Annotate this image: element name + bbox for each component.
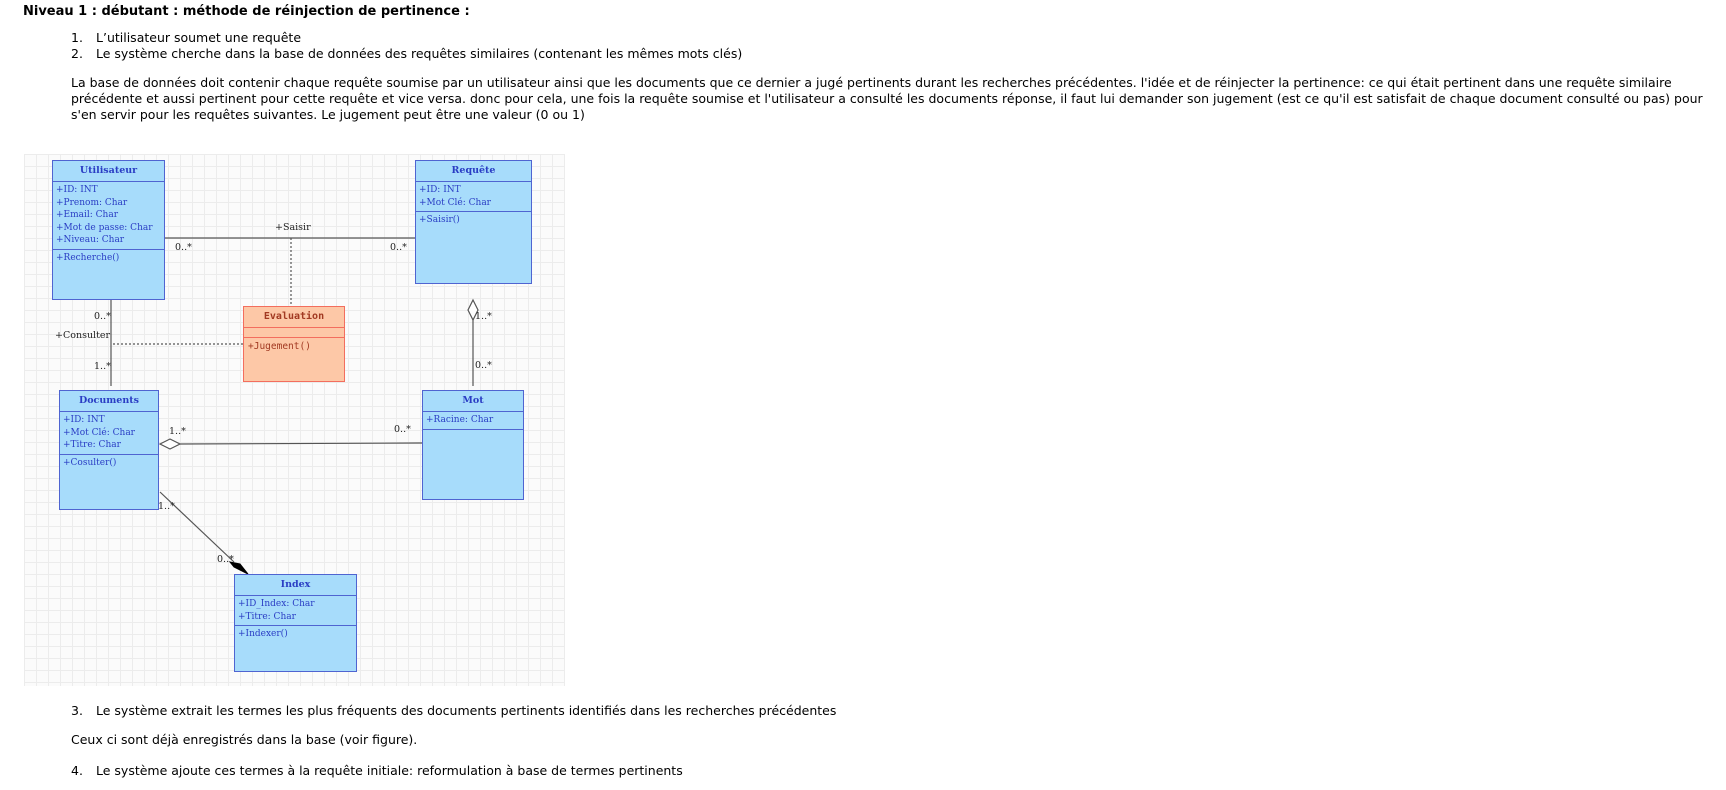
class-attribute: +Email: Char	[56, 210, 119, 220]
class-operations: +Jugement()	[244, 338, 344, 355]
class-attribute: +Mot Clé: Char	[419, 197, 491, 208]
class-name: Documents	[60, 391, 158, 412]
list-number: 2.	[71, 46, 83, 61]
list-number: 4.	[71, 763, 83, 778]
composition-documents-index-line	[159, 491, 235, 563]
list-text: Le système cherche dans la base de donné…	[96, 46, 743, 61]
class-index: Index +ID_Index: Char +Titre: Char +Inde…	[234, 574, 357, 672]
class-operation: +Recherche()	[56, 252, 120, 263]
list-text: Le système ajoute ces termes à la requêt…	[96, 763, 683, 778]
description-paragraph: La base de données doit contenir chaque …	[71, 75, 1703, 122]
page-heading: Niveau 1 : débutant : méthode de réinjec…	[23, 4, 470, 19]
class-attribute: +ID: INT	[419, 185, 461, 195]
multiplicity-label: 0..*	[217, 554, 234, 565]
class-attribute: +ID: INT	[56, 185, 98, 195]
class-mot: Mot +Racine: Char	[422, 390, 524, 500]
class-attributes: +ID: INT +Mot Clé: Char	[416, 182, 531, 212]
list-number: 1.	[71, 30, 83, 45]
aggregation-diamond	[158, 438, 182, 450]
class-attribute: +Titre: Char	[63, 440, 121, 450]
class-name: Index	[235, 575, 356, 596]
class-operations: +Cosulter()	[60, 455, 158, 472]
figure-note: Ceux ci sont déjà enregistrés dans la ba…	[71, 732, 418, 747]
class-operations: +Recherche()	[53, 250, 164, 267]
class-operation: +Jugement()	[248, 341, 311, 352]
multiplicity-label: 1..*	[94, 361, 111, 372]
multiplicity-label: 0..*	[390, 242, 407, 253]
class-name: Utilisateur	[53, 161, 164, 182]
class-attributes: +ID_Index: Char +Titre: Char	[235, 596, 356, 626]
class-operations: +Saisir()	[416, 212, 531, 229]
class-operation: +Saisir()	[419, 215, 460, 225]
class-attribute: +Niveau: Char	[56, 235, 125, 245]
multiplicity-label: 0..*	[394, 424, 411, 435]
class-attribute: +ID: INT	[63, 415, 105, 425]
class-requete: Requête +ID: INT +Mot Clé: Char +Saisir(…	[415, 160, 532, 284]
class-operation: +Indexer()	[238, 629, 288, 639]
uml-class-diagram: Utilisateur +ID: INT +Prenom: Char +Emai…	[24, 154, 565, 686]
class-attribute: +Mot de passe: Char	[56, 222, 153, 233]
list-number: 3.	[71, 703, 83, 718]
class-operation: +Cosulter()	[63, 457, 117, 468]
multiplicity-label: 1..*	[475, 311, 492, 322]
multiplicity-label: 1..*	[169, 426, 186, 437]
diagram-connectors	[110, 237, 479, 575]
class-attribute: +Mot Clé: Char	[63, 427, 135, 438]
class-operations: +Indexer()	[235, 626, 356, 643]
multiplicity-label: 0..*	[94, 311, 111, 322]
association-role-label: +Consulter	[55, 330, 111, 341]
association-role-label: +Saisir	[275, 222, 311, 233]
list-text: Le système extrait les termes les plus f…	[96, 703, 837, 718]
class-name: Requête	[416, 161, 531, 182]
class-name: Mot	[423, 391, 523, 412]
class-attribute: +ID_Index: Char	[238, 599, 315, 609]
class-attribute: +Racine: Char	[426, 415, 494, 425]
class-attributes: +ID: INT +Prenom: Char +Email: Char +Mot…	[53, 182, 164, 250]
class-utilisateur: Utilisateur +ID: INT +Prenom: Char +Emai…	[52, 160, 165, 300]
class-attributes	[244, 328, 344, 338]
class-attributes: +Racine: Char	[423, 412, 523, 430]
list-text: L’utilisateur soumet une requête	[96, 30, 302, 45]
class-documents: Documents +ID: INT +Mot Clé: Char +Titre…	[59, 390, 159, 510]
multiplicity-label: 1..*	[158, 501, 175, 512]
composition-diamond	[228, 561, 249, 575]
aggregation-documents-mot-line	[179, 442, 423, 445]
class-attributes: +ID: INT +Mot Clé: Char +Titre: Char	[60, 412, 158, 455]
class-operations	[423, 430, 523, 434]
class-attribute: +Titre: Char	[238, 611, 296, 622]
multiplicity-label: 0..*	[175, 242, 192, 253]
multiplicity-label: 0..*	[475, 360, 492, 371]
class-attribute: +Prenom: Char	[56, 197, 128, 208]
class-evaluation: Evaluation +Jugement()	[243, 306, 345, 382]
class-name: Evaluation	[244, 307, 344, 328]
